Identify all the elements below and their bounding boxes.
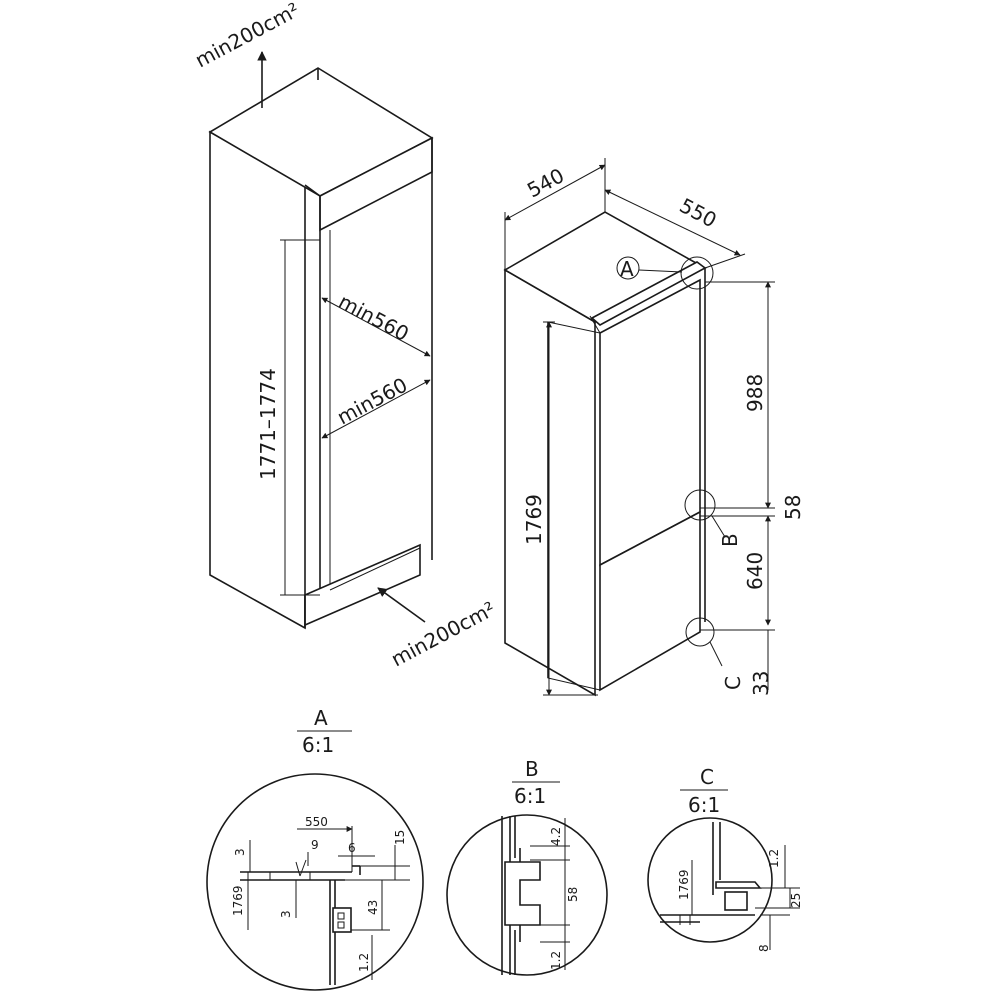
marker-a-label: A — [620, 257, 634, 281]
marker-a: A — [616, 256, 714, 290]
detail-c-callout — [685, 617, 715, 647]
detail-c-dim-1769: 1769 — [677, 869, 691, 900]
detail-a-dim-9: 9 — [311, 838, 319, 852]
detail-b-dim-42: 4.2 — [549, 827, 563, 846]
niche-width-lower-dimension: min560 — [321, 373, 431, 439]
detail-c: C 6:1 1769 1.2 25 8 — [647, 765, 803, 952]
bottom-vent-arrow — [377, 587, 426, 623]
gap-height-label: 58 — [781, 495, 805, 520]
detail-c-letter: C — [700, 765, 714, 789]
detail-b-dim-12: 1.2 — [549, 951, 563, 970]
niche-width-lower-label: min560 — [333, 373, 411, 430]
marker-b-label: B — [718, 533, 742, 547]
niche-width-upper-dimension: min560 — [321, 289, 431, 357]
detail-a-dim-1769: 1769 — [231, 885, 245, 916]
detail-a-dim-12: 1.2 — [357, 953, 371, 972]
niche-height-label: 1771–1774 — [256, 368, 280, 480]
niche-height-dimension: 1771–1774 — [256, 239, 320, 596]
lower-height-label: 640 — [743, 552, 767, 590]
detail-c-dim-8: 8 — [757, 944, 771, 952]
detail-b: B 6:1 4.2 58 1.2 — [446, 757, 608, 976]
detail-c-dim-12: 1.2 — [767, 849, 781, 868]
detail-a-circle — [206, 773, 424, 991]
top-vent-label: min200cm² — [191, 0, 303, 72]
detail-c-dim-25: 25 — [789, 893, 803, 908]
detail-a-dim-550: 550 — [305, 815, 328, 829]
detail-b-dim-58: 58 — [566, 887, 580, 902]
detail-b-letter: B — [525, 757, 539, 781]
detail-a-callout — [680, 256, 714, 290]
detail-a-dim-3a: 3 — [233, 848, 247, 856]
upper-height-label: 988 — [743, 374, 767, 412]
detail-c-circle — [647, 817, 773, 943]
detail-a-dim-6: 6 — [348, 841, 356, 855]
appliance-overall-height-dimension: 1769 — [522, 321, 598, 696]
detail-a-dim-3b: 3 — [279, 910, 293, 918]
appliance-body — [503, 211, 707, 697]
appliance-width-label: 540 — [523, 163, 568, 202]
detail-c-scale: 6:1 — [688, 793, 720, 817]
detail-a-dim-43: 43 — [366, 900, 380, 915]
appliance-height-label: 1769 — [522, 494, 546, 545]
appliance-height-dimensions: 988 58 B 640 33 C — [684, 281, 805, 696]
appliance-depth-label: 550 — [676, 193, 721, 232]
cabinet-floor-board — [304, 543, 421, 627]
detail-b-callout — [684, 489, 716, 521]
niche-width-upper-label: min560 — [335, 289, 413, 346]
bottom-vent-label: min200cm² — [387, 597, 499, 672]
detail-a: A 6:1 550 15 3 9 6 — [206, 706, 424, 991]
marker-c-label: C — [721, 676, 745, 690]
appliance-side — [504, 268, 596, 697]
detail-a-letter: A — [314, 706, 328, 730]
detail-a-dim-15: 15 — [393, 830, 407, 845]
cabinet-niche — [208, 67, 434, 630]
detail-b-circle — [446, 814, 608, 976]
detail-a-scale: 6:1 — [302, 733, 334, 757]
detail-b-scale: 6:1 — [514, 784, 546, 808]
base-height-label: 33 — [749, 671, 773, 696]
